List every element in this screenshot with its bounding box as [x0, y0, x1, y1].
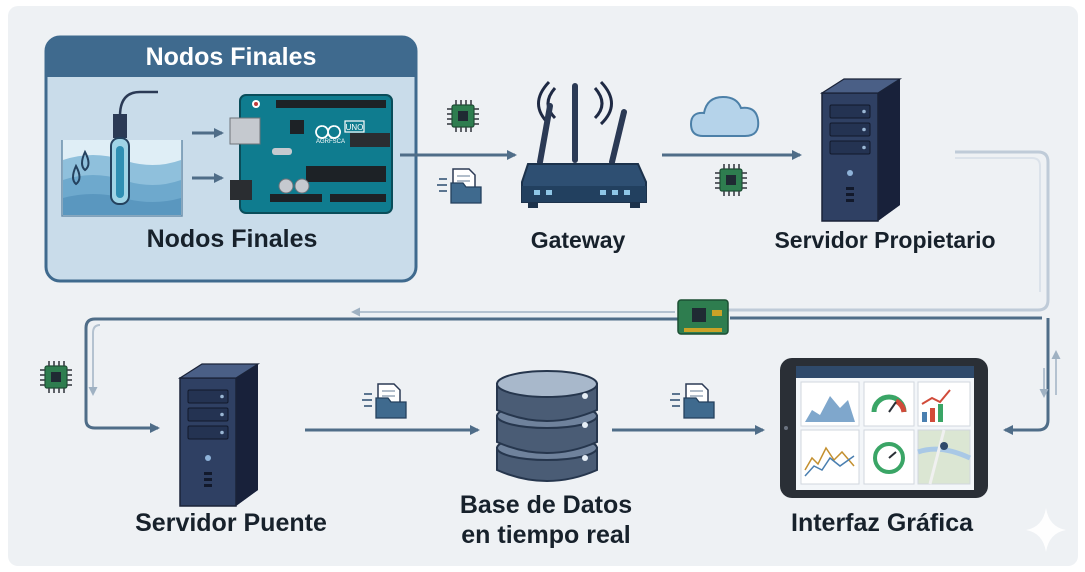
panel-title: Nodos Finales: [145, 43, 317, 71]
router-icon: [521, 80, 647, 208]
label-end-nodes: Nodos Finales: [146, 225, 318, 253]
chip-board-icon: [677, 299, 729, 335]
server-tower-icon: [821, 78, 901, 222]
label-gui: Interfaz Gráfica: [790, 509, 974, 537]
sensor-arrows: [192, 128, 224, 183]
label-database-line2: en tiempo real: [461, 521, 631, 549]
tablet-dashboard-icon: [780, 358, 988, 498]
server-tower-icon: [179, 363, 259, 507]
arduino-board-icon: UNO AGRFSCA: [229, 94, 393, 214]
label-gateway: Gateway: [530, 227, 626, 253]
board-brand: AGRFSCA: [316, 139, 345, 145]
sparkle-icon: [1026, 508, 1066, 552]
water-sensor-icon: [61, 90, 183, 217]
return-path: [84, 150, 1061, 435]
label-proprietary-server: Servidor Propietario: [774, 227, 996, 253]
database-icon: [496, 370, 598, 482]
label-bridge-server: Servidor Puente: [135, 509, 327, 537]
label-database-line1: Base de Datos: [459, 491, 633, 519]
cloud-icon: [689, 95, 760, 137]
board-badge: UNO: [346, 123, 364, 132]
